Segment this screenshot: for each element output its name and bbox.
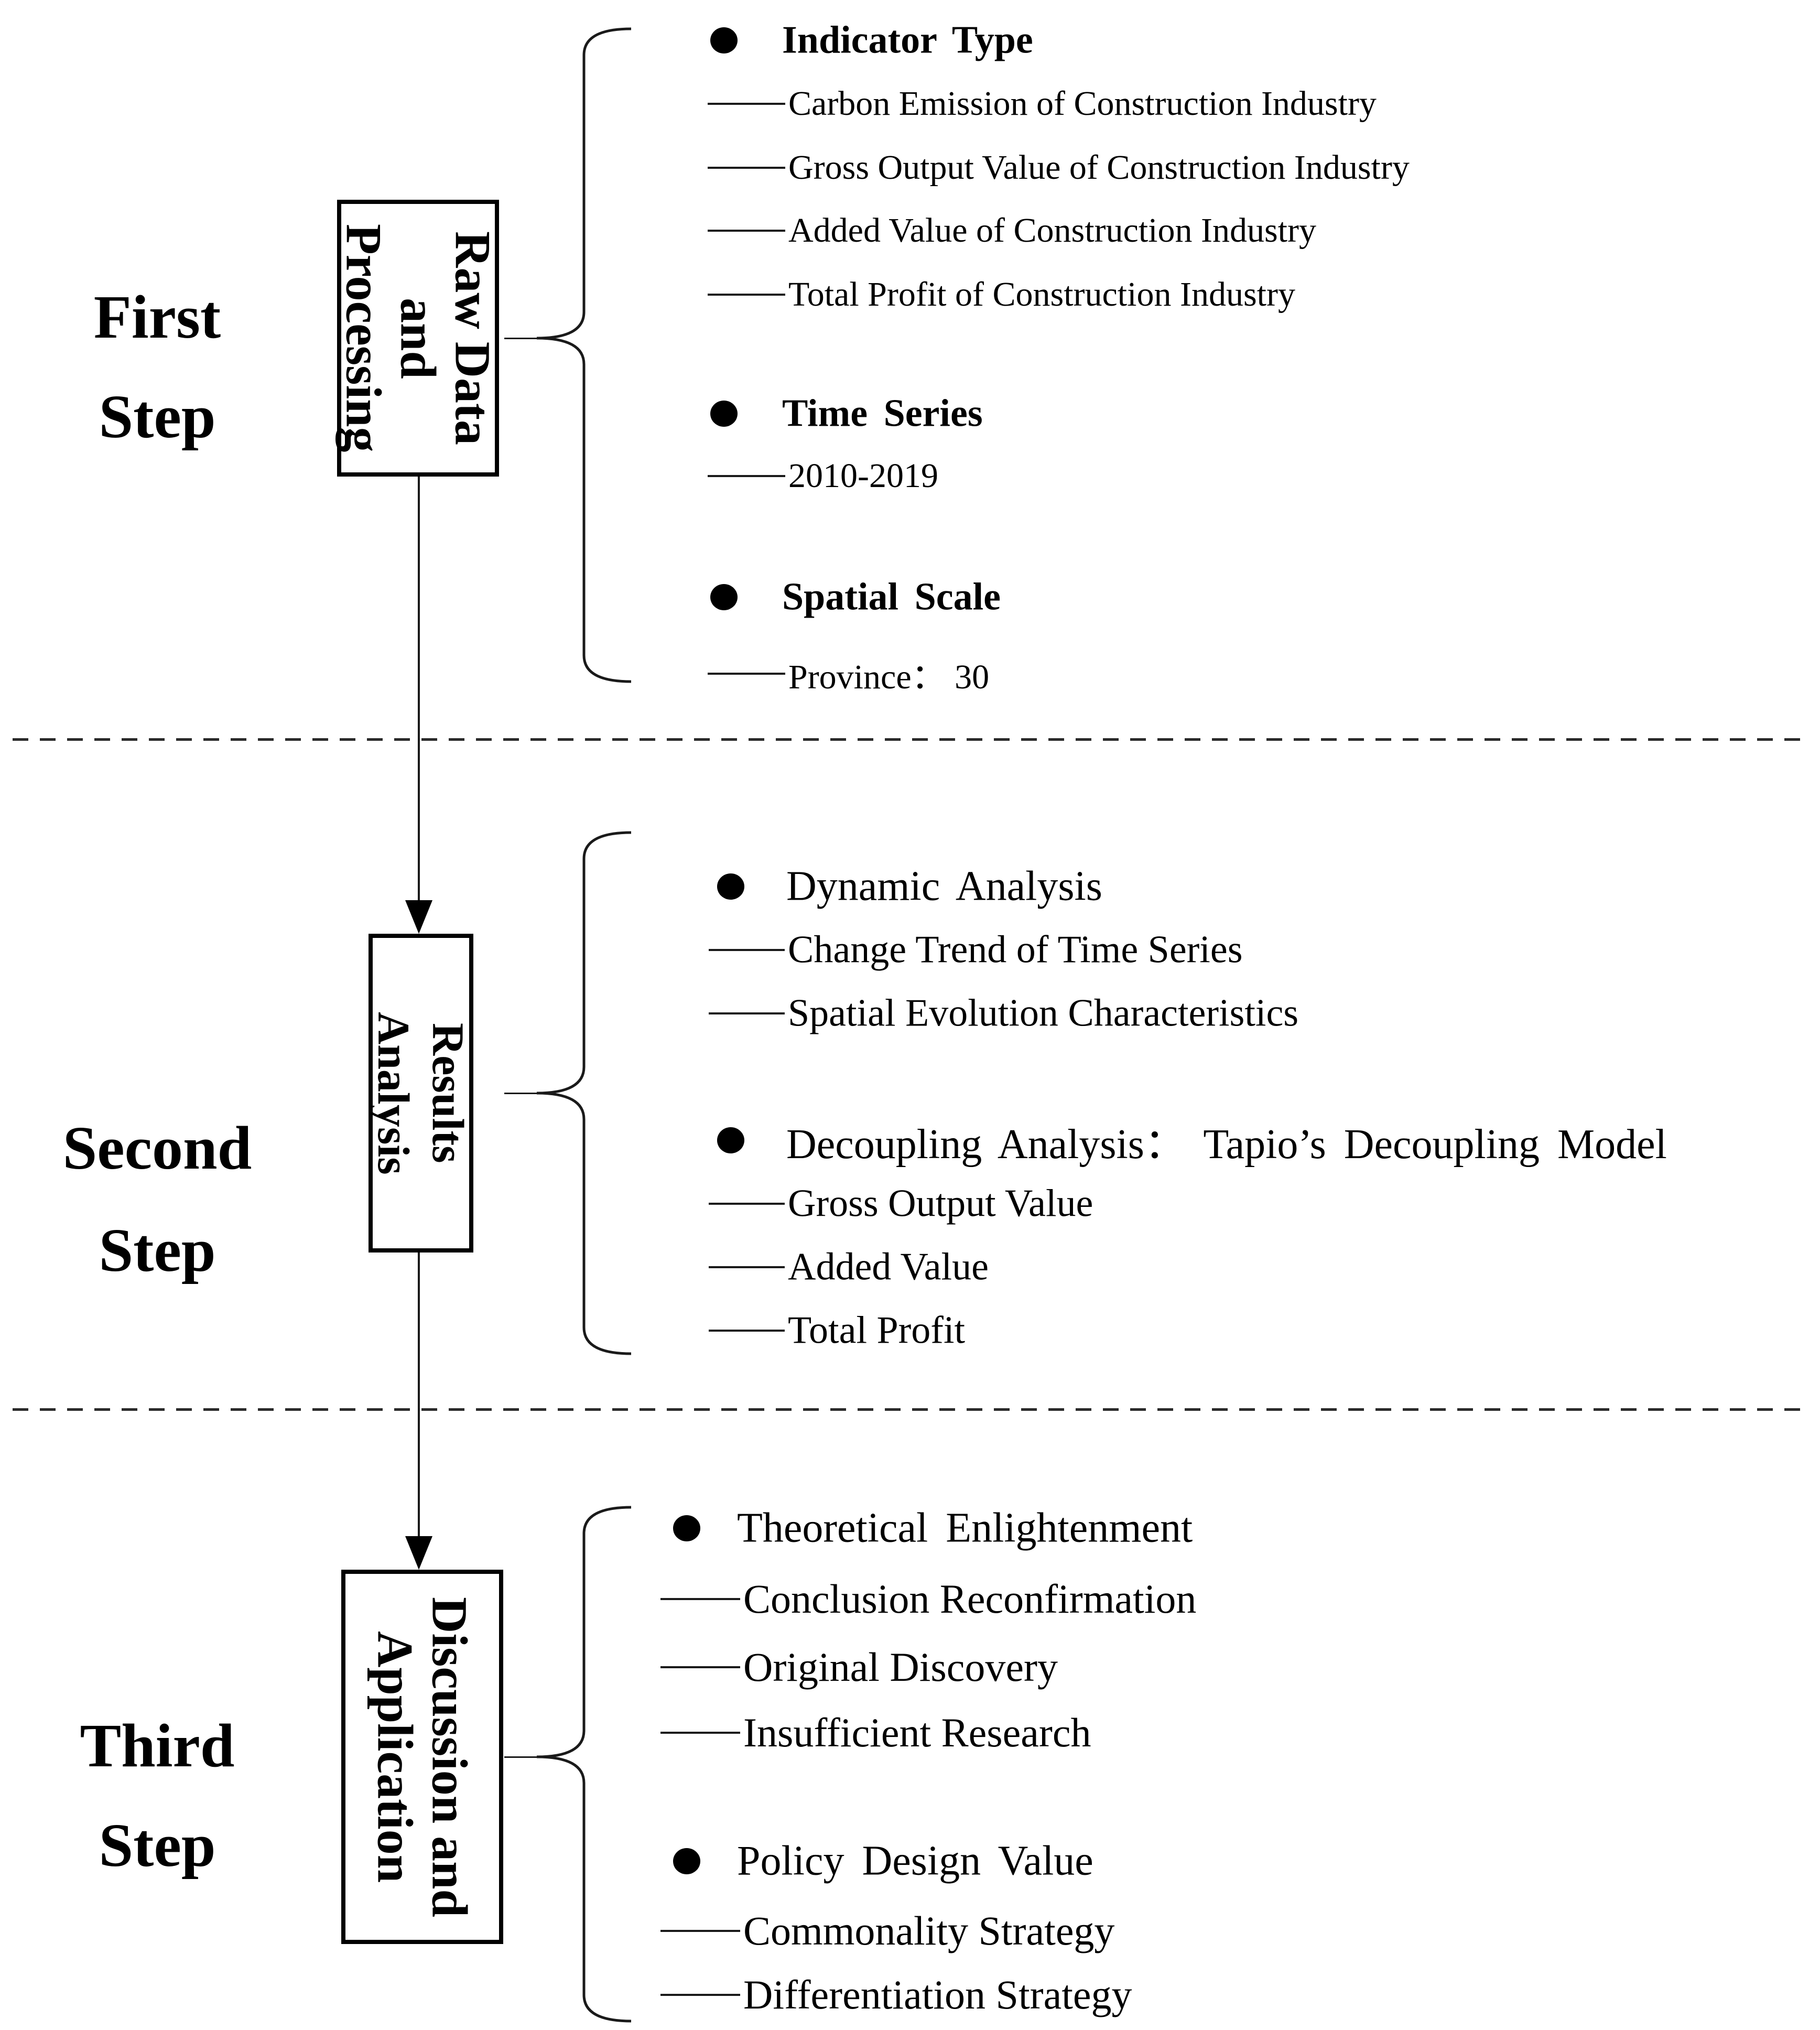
item-dash-icon (708, 673, 785, 675)
box-results-analysis: Results Analysis (369, 934, 473, 1252)
brace-connector-1 (504, 338, 537, 339)
item-dash-icon (660, 1666, 740, 1668)
item-dash-icon (660, 1994, 740, 1996)
item-dash-icon (709, 1330, 785, 1332)
item-carbon-emission: Carbon Emission of Construction Industry (788, 84, 1377, 123)
bullet-icon (717, 1127, 744, 1153)
item-dash-icon (708, 475, 785, 477)
bullet-icon (710, 27, 738, 53)
step-label-second-2: Step (99, 1216, 216, 1284)
bullet-icon (710, 584, 738, 610)
item-change-trend: Change Trend of Time Series (788, 928, 1243, 971)
item-dash-icon (709, 1266, 785, 1268)
heading-time-series: Time Series (782, 392, 983, 435)
item-dash-icon (660, 1732, 740, 1734)
item-total-profit-2: Total Profit (788, 1309, 966, 1352)
item-conclusion-reconfirmation: Conclusion Reconfirmation (743, 1576, 1197, 1622)
brace-connector-3 (504, 1756, 537, 1758)
item-2010-2019: 2010-2019 (788, 457, 938, 495)
heading-indicator-type: Indicator Type (782, 18, 1033, 62)
item-added-value-2: Added Value (788, 1245, 989, 1289)
item-gross-output-value-2: Gross Output Value (788, 1182, 1093, 1225)
brace-third-step-icon (536, 1506, 632, 2023)
step-label-first: First (93, 283, 221, 351)
item-commonality-strategy: Commonality Strategy (743, 1908, 1115, 1953)
heading-spatial-scale: Spatial Scale (782, 575, 1001, 619)
box-results-analysis-label: Results Analysis (369, 1011, 473, 1175)
item-dash-icon (708, 294, 785, 296)
item-added-value: Added Value of Construction Industry (788, 211, 1316, 250)
item-insufficient-research: Insufficient Research (743, 1710, 1091, 1755)
box-discussion-label: Discussion and Application (367, 1596, 478, 1917)
bullet-icon (673, 1515, 700, 1541)
bullet-icon (717, 873, 744, 900)
item-gross-output-value: Gross Output Value of Construction Indus… (788, 148, 1410, 187)
item-spatial-evolution: Spatial Evolution Characteristics (788, 991, 1299, 1035)
box-raw-data-label: Raw Data and Processing (335, 224, 501, 452)
step-label-third-2: Step (99, 1811, 216, 1880)
dashed-separator-2 (13, 1408, 1807, 1411)
brace-first-step-icon (536, 27, 632, 683)
arrow-head-2-icon (405, 1536, 432, 1570)
item-dash-icon (708, 103, 785, 105)
bullet-icon (710, 401, 738, 427)
step-label-third: Third (80, 1711, 235, 1780)
item-dash-icon (709, 1203, 785, 1205)
heading-decoupling-analysis: Decoupling Analysis： Tapio’s Decoupling … (786, 1121, 1667, 1168)
heading-theoretical-enlightenment: Theoretical Enlightenment (737, 1505, 1193, 1551)
item-dash-icon (660, 1598, 740, 1600)
box-raw-data-and-processing: Raw Data and Processing (335, 200, 501, 477)
step-label-first-2: Step (99, 382, 216, 451)
box-discussion-and-application: Discussion and Application (341, 1570, 503, 1944)
heading-dynamic-analysis: Dynamic Analysis (786, 863, 1102, 910)
brace-second-step-icon (536, 831, 632, 1355)
bullet-icon (673, 1848, 700, 1874)
item-dash-icon (709, 949, 785, 951)
arrow-head-1-icon (405, 900, 432, 934)
item-dash-icon (660, 1930, 740, 1932)
item-dash-icon (708, 167, 785, 169)
step-label-second: Second (62, 1114, 252, 1182)
item-province-30: Province： 30 (788, 658, 990, 696)
item-dash-icon (708, 230, 785, 232)
item-dash-icon (709, 1012, 785, 1014)
brace-connector-2 (504, 1093, 537, 1094)
arrow-shaft-1 (418, 477, 420, 901)
item-total-profit: Total Profit of Construction Industry (788, 275, 1295, 314)
arrow-shaft-2 (418, 1252, 420, 1537)
heading-policy-design-value: Policy Design Value (737, 1838, 1093, 1884)
dashed-separator-1 (13, 738, 1807, 741)
item-differentiation-strategy: Differentiation Strategy (743, 1972, 1132, 2017)
item-original-discovery: Original Discovery (743, 1644, 1058, 1690)
